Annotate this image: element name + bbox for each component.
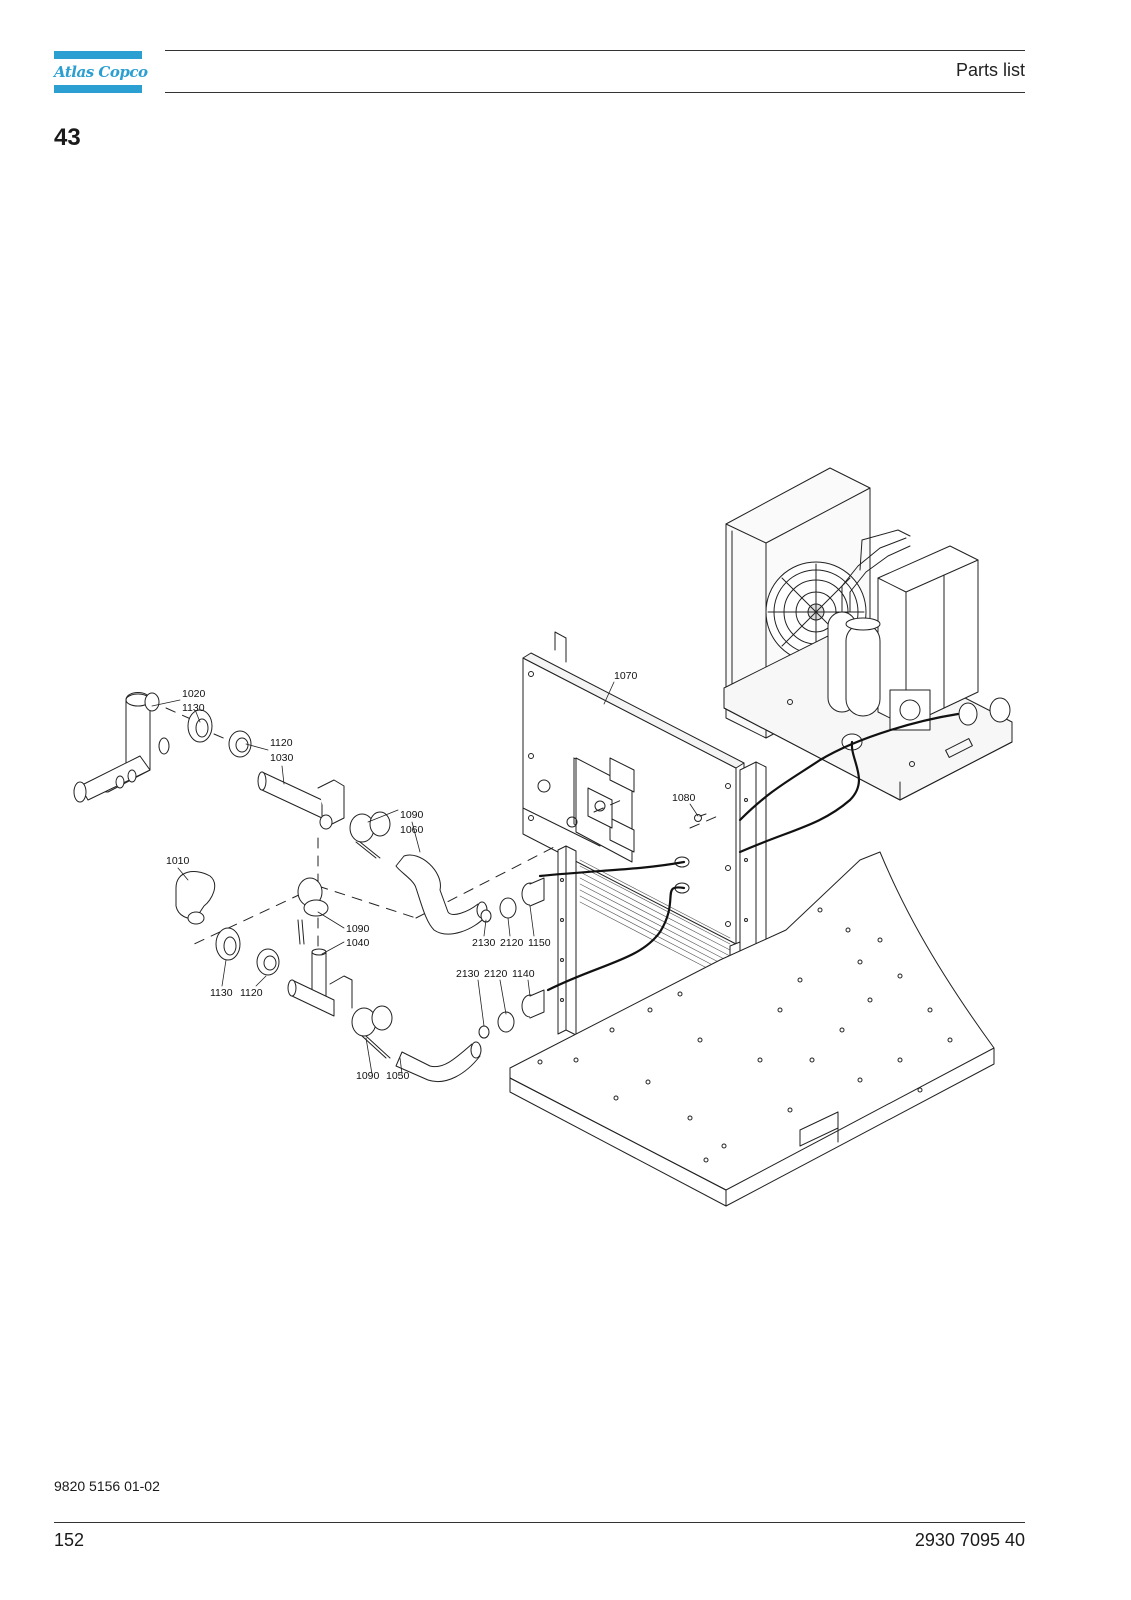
footer-code: 9820 5156 01-02	[54, 1478, 160, 1494]
atlas-copco-logo: Atlas Copco	[54, 51, 148, 93]
callout-1060: 1060	[400, 824, 424, 836]
logo-bar-top	[54, 51, 142, 59]
callout-1090-upper: 1090	[400, 809, 424, 821]
header-rule-top	[165, 50, 1025, 51]
callout-1120-upper: 1120	[270, 737, 293, 749]
chapter-number: 43	[54, 124, 81, 151]
header-title: Parts list	[955, 60, 1025, 80]
callout-2130-upper: 2130	[472, 937, 496, 949]
logo-text: Atlas Copco	[54, 63, 148, 81]
leader-lines	[151, 681, 699, 1075]
upper-pipe-assembly	[73, 692, 345, 830]
callout-1040: 1040	[346, 937, 370, 949]
document-number: 2930 7095 40	[914, 1530, 1025, 1550]
screw-1080	[694, 813, 707, 822]
callout-2130-lower: 2130	[456, 968, 480, 980]
callout-1130-upper: 1130	[182, 702, 205, 714]
callout-1020: 1020	[182, 688, 206, 700]
callout-1030: 1030	[270, 752, 294, 764]
callout-2120-lower: 2120	[484, 968, 508, 980]
callout-2120-upper: 2120	[500, 937, 524, 949]
logo-bar-bottom	[54, 85, 142, 93]
footer-rule	[54, 1522, 1025, 1523]
header-rule-bottom	[165, 92, 1025, 93]
refrigeration-unit	[723, 467, 1013, 801]
cables	[538, 712, 960, 992]
callout-1010: 1010	[166, 855, 190, 867]
base-plate	[509, 851, 995, 1207]
lower-pipe-assembly	[175, 871, 353, 1017]
callout-1090-lower: 1090	[356, 1070, 380, 1082]
page-number: 152	[54, 1530, 85, 1550]
callout-1070: 1070	[614, 670, 638, 682]
callout-1130-lower: 1130	[210, 987, 233, 999]
exploded-parts-diagram: 1020 1130 1120 1030 1070 1080 1090 1060 …	[73, 467, 1013, 1207]
heat-exchanger-fins	[579, 859, 731, 981]
cable-glands	[478, 877, 545, 1039]
callout-1050: 1050	[386, 1070, 410, 1082]
lower-valve-hose	[351, 1005, 482, 1082]
callout-1150: 1150	[528, 937, 551, 949]
callout-1140: 1140	[512, 968, 535, 980]
base-holes	[537, 907, 953, 1163]
rear-panel	[522, 631, 745, 945]
callout-1090-middle: 1090	[346, 923, 370, 935]
callout-1080: 1080	[672, 792, 696, 804]
callout-1120-lower: 1120	[240, 987, 263, 999]
callout-labels: 1020 1130 1120 1030 1070 1080 1090 1060 …	[166, 670, 696, 1082]
